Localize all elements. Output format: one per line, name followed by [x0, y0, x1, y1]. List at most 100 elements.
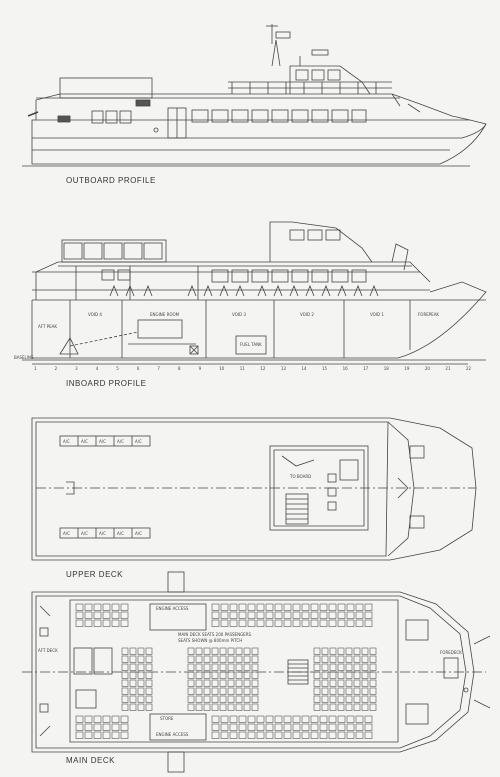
seat [102, 731, 111, 739]
seat [111, 731, 120, 739]
seat-note-1: MAIN DECK SEATS 200 PASSENGERS [178, 632, 251, 637]
frame-number: 5 [116, 366, 119, 371]
seat [319, 723, 328, 731]
frame-number: 2 [55, 366, 58, 371]
seat [247, 619, 256, 627]
seat [310, 723, 319, 731]
seat [328, 715, 337, 723]
frame-number: 11 [240, 366, 246, 371]
seat [256, 723, 265, 731]
seat [137, 695, 145, 703]
seat [355, 611, 364, 619]
seat [102, 723, 111, 731]
seat [256, 731, 265, 739]
outboard-profile-title: OUTBOARD PROFILE [66, 176, 156, 185]
seat [247, 731, 256, 739]
seat [283, 603, 292, 611]
seat [211, 611, 220, 619]
seat [292, 731, 301, 739]
seat [84, 715, 93, 723]
seat [345, 655, 353, 663]
seat [345, 703, 353, 711]
main-deck-plan [22, 571, 491, 773]
seat [361, 671, 369, 679]
seat [321, 695, 329, 703]
seat [346, 715, 355, 723]
seat [328, 603, 337, 611]
seat [321, 655, 329, 663]
seat [235, 687, 243, 695]
seat [211, 619, 220, 627]
seat [220, 723, 229, 731]
seat [319, 619, 328, 627]
seat [337, 647, 345, 655]
seat [313, 679, 321, 687]
seat [256, 603, 265, 611]
seat [121, 679, 129, 687]
seat [220, 611, 229, 619]
seat [102, 619, 111, 627]
seat [129, 679, 137, 687]
seat [111, 611, 120, 619]
seat [265, 723, 274, 731]
seat [321, 687, 329, 695]
seat [102, 611, 111, 619]
seat [310, 603, 319, 611]
seat [227, 679, 235, 687]
seat [346, 603, 355, 611]
seat [313, 703, 321, 711]
seat [345, 671, 353, 679]
seat [121, 671, 129, 679]
seat [220, 603, 229, 611]
seat [111, 723, 120, 731]
seat [145, 695, 153, 703]
seat [265, 611, 274, 619]
seat [219, 687, 227, 695]
seat [121, 687, 129, 695]
seat [145, 687, 153, 695]
ac-label: A/C [135, 439, 142, 444]
seat [369, 687, 377, 695]
outboard-profile [22, 24, 487, 167]
label-aft-deck: AFT DECK [38, 648, 58, 653]
frame-number: 14 [301, 366, 307, 371]
frame-number: 12 [260, 366, 266, 371]
seat [353, 703, 361, 711]
seat [195, 655, 203, 663]
seat [345, 647, 353, 655]
frame-number: 7 [157, 366, 160, 371]
seat [75, 603, 84, 611]
seat [227, 655, 235, 663]
seat [211, 715, 220, 723]
seat [345, 695, 353, 703]
seat [220, 731, 229, 739]
seat [229, 731, 238, 739]
seat [337, 687, 345, 695]
seat [243, 655, 251, 663]
seat [337, 671, 345, 679]
seat [301, 603, 310, 611]
seat [84, 611, 93, 619]
seat [292, 723, 301, 731]
seat [203, 703, 211, 711]
seat [346, 723, 355, 731]
seat [220, 619, 229, 627]
seat [265, 619, 274, 627]
label-engine-room: ENGINE ROOM [150, 312, 180, 317]
seat [121, 663, 129, 671]
seat [346, 731, 355, 739]
seat [235, 671, 243, 679]
seat [310, 619, 319, 627]
seat [137, 679, 145, 687]
frame-number: 13 [281, 366, 287, 371]
seat [337, 663, 345, 671]
seat [329, 687, 337, 695]
seat [235, 655, 243, 663]
seat [353, 695, 361, 703]
seat [274, 715, 283, 723]
seat [247, 723, 256, 731]
upper-deck-plan [31, 417, 477, 561]
seat [102, 603, 111, 611]
seat [369, 663, 377, 671]
seat [353, 671, 361, 679]
